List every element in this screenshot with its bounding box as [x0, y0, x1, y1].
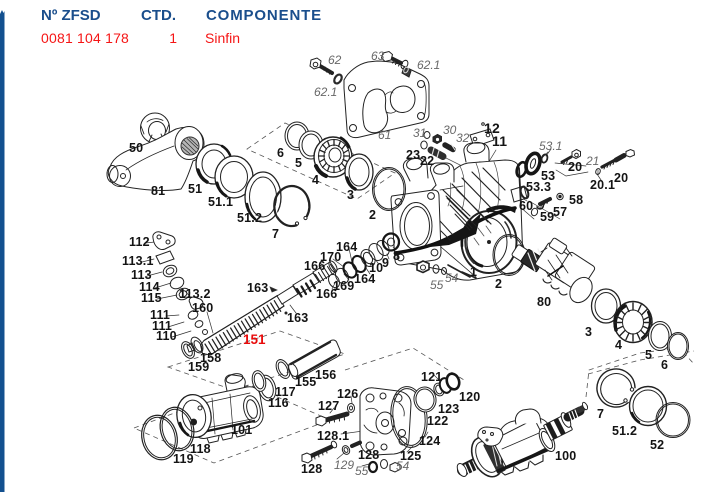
svg-text:0081 104 178: 0081 104 178: [41, 30, 129, 46]
svg-text:51: 51: [188, 182, 202, 196]
svg-text:5: 5: [645, 348, 652, 362]
svg-text:113.2: 113.2: [179, 287, 211, 301]
svg-text:170: 170: [320, 250, 341, 264]
svg-text:121: 121: [421, 370, 442, 384]
svg-text:57: 57: [553, 205, 567, 219]
svg-text:20: 20: [614, 171, 628, 185]
svg-text:9: 9: [382, 256, 389, 270]
svg-text:158: 158: [200, 351, 221, 365]
svg-text:53.3: 53.3: [526, 180, 551, 194]
svg-text:10: 10: [369, 261, 383, 275]
svg-text:2: 2: [495, 277, 502, 291]
svg-text:110: 110: [156, 329, 177, 343]
svg-text:4: 4: [312, 173, 319, 187]
svg-text:122: 122: [427, 414, 448, 428]
svg-text:114: 114: [139, 280, 160, 294]
svg-text:155: 155: [295, 375, 316, 389]
svg-text:159: 159: [188, 360, 209, 374]
svg-text:CTD.: CTD.: [141, 7, 176, 24]
svg-text:54: 54: [396, 459, 410, 473]
svg-text:118: 118: [190, 442, 211, 456]
svg-text:164: 164: [354, 272, 375, 286]
svg-text:113.1: 113.1: [122, 254, 154, 268]
svg-text:100: 100: [555, 449, 576, 463]
svg-text:117: 117: [275, 385, 296, 399]
svg-text:163: 163: [247, 281, 268, 295]
svg-text:116: 116: [268, 396, 289, 410]
svg-text:123: 123: [438, 402, 459, 416]
svg-text:30: 30: [443, 123, 457, 137]
svg-text:111: 111: [152, 319, 172, 333]
svg-text:55: 55: [355, 464, 369, 478]
svg-text:1: 1: [470, 265, 477, 279]
svg-text:8: 8: [393, 249, 400, 263]
svg-text:62: 62: [328, 53, 342, 67]
svg-text:166: 166: [304, 259, 325, 273]
svg-text:124: 124: [419, 434, 440, 448]
svg-text:54: 54: [445, 271, 459, 285]
svg-text:51.2: 51.2: [237, 211, 262, 225]
svg-text:51.2: 51.2: [612, 424, 637, 438]
svg-text:Nº ZFSD: Nº ZFSD: [41, 7, 101, 24]
svg-text:7: 7: [272, 227, 279, 241]
svg-text:156: 156: [315, 368, 336, 382]
svg-text:113: 113: [131, 268, 152, 282]
svg-text:COMPONENTE: COMPONENTE: [206, 7, 322, 24]
svg-text:81: 81: [151, 184, 165, 198]
svg-text:127: 127: [318, 399, 339, 413]
svg-text:164: 164: [336, 240, 357, 254]
svg-text:160: 160: [192, 301, 213, 315]
svg-text:60: 60: [519, 199, 533, 213]
svg-text:32: 32: [456, 131, 470, 145]
svg-text:50: 50: [129, 141, 143, 155]
svg-text:1: 1: [169, 30, 177, 46]
svg-text:63: 63: [371, 49, 385, 63]
svg-text:Sinfin: Sinfin: [205, 30, 240, 46]
svg-text:169: 169: [333, 279, 354, 293]
svg-text:31: 31: [413, 126, 426, 140]
svg-text:11: 11: [492, 133, 507, 149]
svg-text:112: 112: [129, 235, 150, 249]
svg-text:166: 166: [316, 287, 337, 301]
svg-text:129: 129: [334, 458, 354, 472]
svg-text:3: 3: [585, 325, 592, 339]
svg-text:6: 6: [661, 358, 668, 372]
svg-text:125: 125: [400, 449, 421, 463]
svg-text:51.1: 51.1: [208, 195, 233, 209]
svg-text:53.1: 53.1: [539, 139, 562, 153]
svg-text:5: 5: [295, 156, 302, 170]
svg-text:7: 7: [597, 407, 604, 421]
svg-text:22: 22: [420, 154, 434, 168]
svg-text:120: 120: [459, 390, 480, 404]
svg-text:101: 101: [231, 423, 252, 437]
svg-text:80: 80: [537, 295, 551, 309]
svg-text:20: 20: [568, 160, 582, 174]
svg-text:2: 2: [369, 208, 376, 222]
svg-text:52: 52: [650, 438, 664, 452]
svg-text:53: 53: [541, 169, 555, 183]
svg-text:61: 61: [378, 128, 391, 142]
svg-text:12: 12: [484, 120, 500, 136]
svg-text:111: 111: [150, 308, 170, 322]
svg-text:6: 6: [277, 146, 284, 160]
svg-text:128.1: 128.1: [317, 429, 349, 443]
svg-text:20.1: 20.1: [590, 178, 615, 192]
svg-text:59: 59: [540, 210, 554, 224]
svg-text:62.1: 62.1: [417, 58, 440, 72]
svg-text:128: 128: [301, 462, 322, 476]
svg-text:4: 4: [615, 338, 622, 352]
svg-text:119: 119: [173, 452, 194, 466]
svg-text:21: 21: [585, 154, 599, 168]
svg-text:58: 58: [569, 193, 583, 207]
svg-text:62.1: 62.1: [314, 85, 337, 99]
svg-text:126: 126: [337, 387, 358, 401]
svg-text:128: 128: [358, 448, 379, 462]
svg-text:55: 55: [430, 278, 444, 292]
svg-text:23: 23: [406, 148, 420, 162]
svg-text:3: 3: [347, 188, 354, 202]
svg-text:151: 151: [243, 332, 266, 347]
svg-text:163: 163: [287, 311, 308, 325]
svg-text:115: 115: [141, 291, 162, 305]
